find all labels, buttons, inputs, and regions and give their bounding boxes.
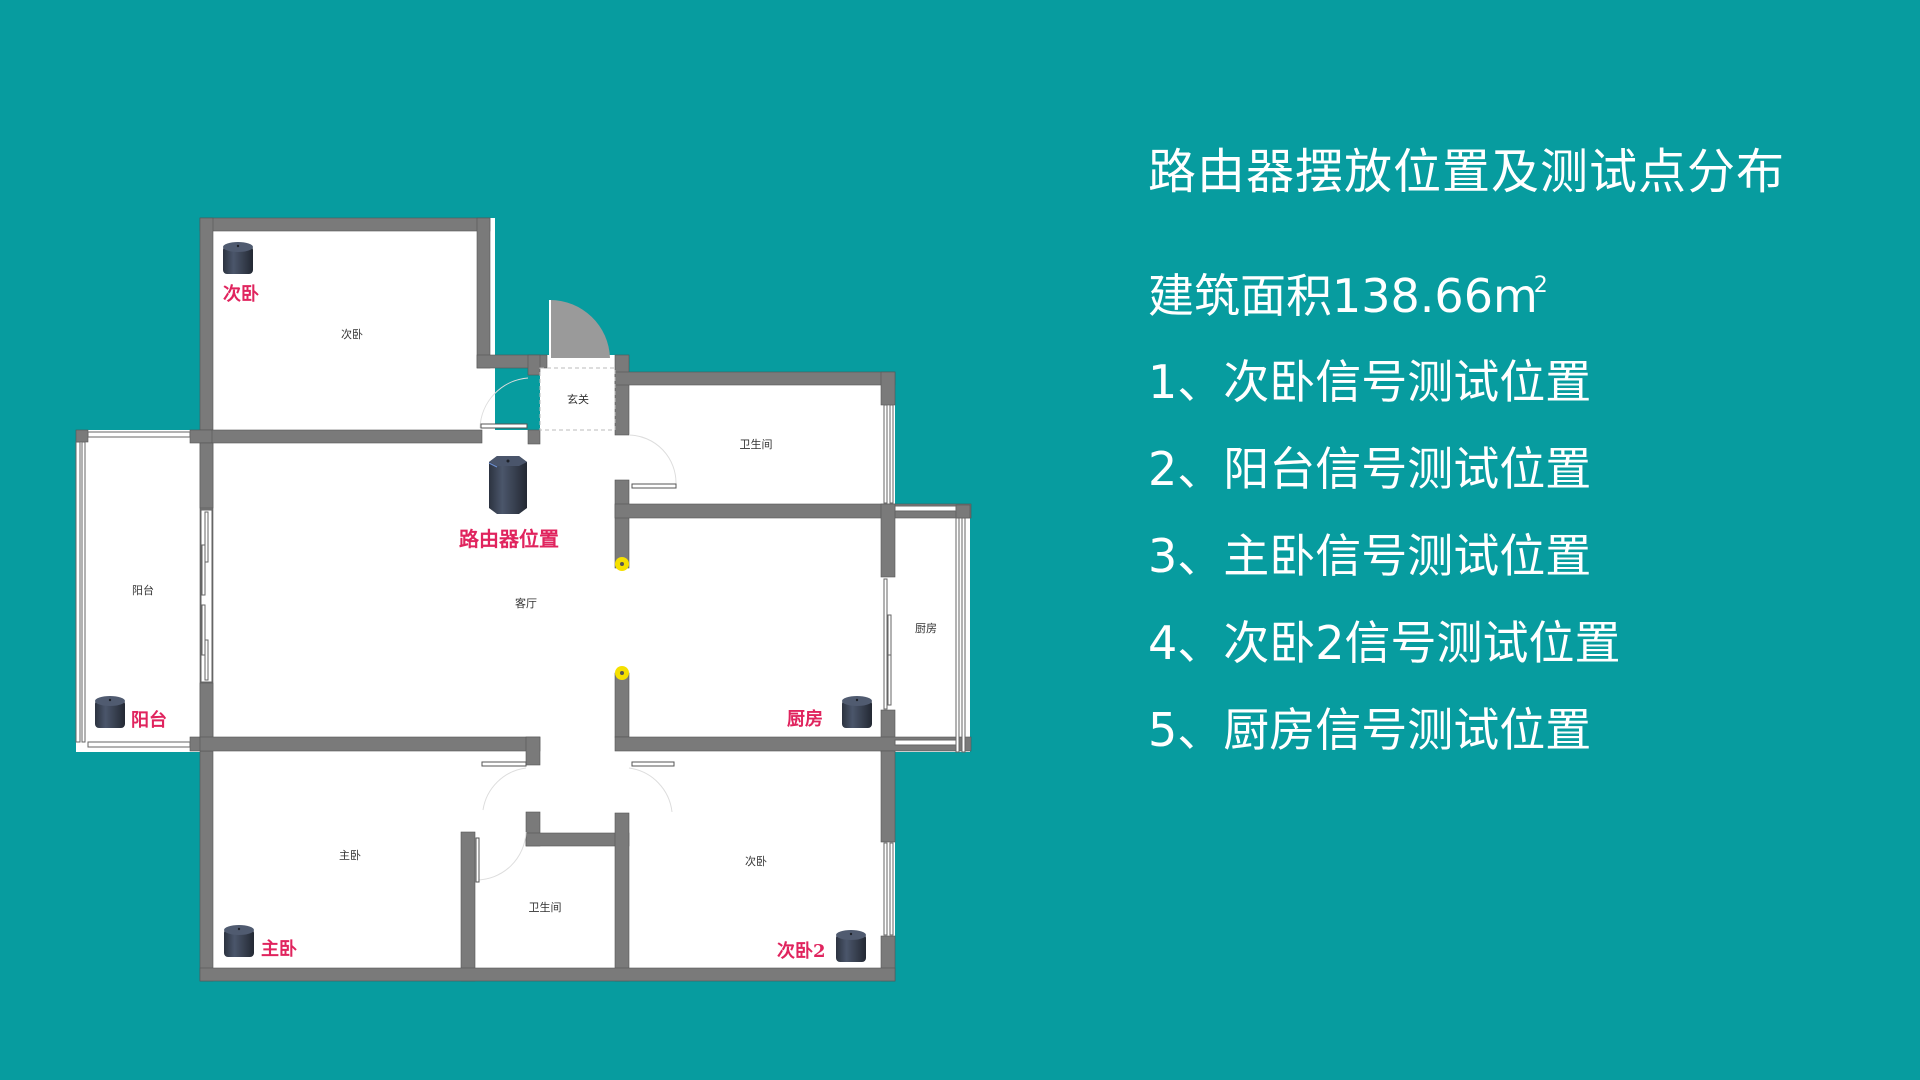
floor-areas [76, 218, 970, 981]
area-unit-sup: 2 [1533, 273, 1548, 298]
router-icon-kitchen [842, 696, 872, 728]
marker-label-balcony: 阳台 [131, 709, 167, 731]
router-icon-bedroom2 [223, 242, 253, 274]
marker-label-bedroom2: 次卧 [223, 283, 259, 305]
room-label-kitchen: 厨房 [915, 622, 937, 635]
room-label-master: 主卧 [339, 849, 361, 862]
marker-label-bedroom3: 次卧2 [777, 940, 826, 962]
marker-label-kitchen: 厨房 [787, 708, 823, 730]
room-label-bedroom2: 次卧 [341, 327, 363, 341]
entrance-door [550, 300, 610, 358]
router-icon-master [224, 925, 254, 957]
room-label-bathroom1: 卫生间 [740, 437, 773, 451]
test-point-item: 5、厨房信号测试位置 [1148, 703, 1592, 757]
area-unit: m [1492, 269, 1538, 323]
walls [75, 217, 972, 982]
info-panel: 路由器摆放位置及测试点分布 建筑面积138.66m2 1、次卧信号测试位置 2、… [1148, 148, 1785, 794]
room-label-bathroom2: 卫生间 [529, 900, 562, 914]
room-label-living: 客厅 [515, 596, 537, 610]
router-icon-bedroom3 [836, 930, 866, 962]
test-point-item: 1、次卧信号测试位置 [1148, 355, 1592, 409]
router-location-label: 路由器位置 [459, 527, 559, 551]
interior-doors [475, 377, 677, 881]
windows [75, 404, 966, 936]
router-icon-balcony [95, 696, 125, 728]
area-label: 建筑面积138.66 [1148, 269, 1493, 323]
marker-label-master: 主卧 [261, 938, 297, 960]
page-title: 路由器摆放位置及测试点分布 [1148, 144, 1786, 200]
test-point-item: 3、主卧信号测试位置 [1148, 529, 1592, 583]
floor-plan: 次卧 玄关 卫生间 阳台 客厅 厨房 主卧 卫生间 次卧 路由器位置 次卧 阳台… [75, 217, 972, 982]
room-label-balcony: 阳台 [132, 583, 154, 597]
test-point-item: 2、阳台信号测试位置 [1148, 442, 1592, 496]
room-label-entrance: 玄关 [567, 392, 589, 406]
room-label-bedroom3: 次卧 [745, 854, 767, 868]
test-point-item: 4、次卧2信号测试位置 [1148, 616, 1621, 670]
test-point-list: 1、次卧信号测试位置 2、阳台信号测试位置 3、主卧信号测试位置 4、次卧2信号… [1148, 359, 1785, 794]
building-area: 建筑面积138.66m2 [1148, 273, 1785, 319]
test-dots [615, 557, 629, 680]
router-icon-main [488, 456, 527, 514]
